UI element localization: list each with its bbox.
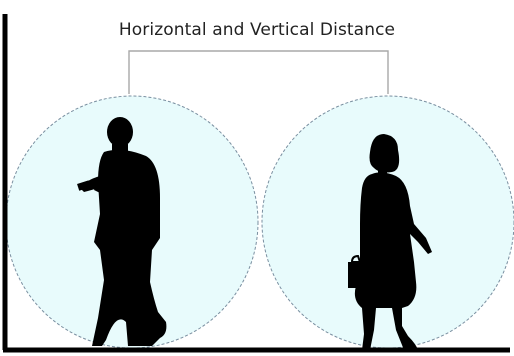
distance-bracket: [128, 50, 389, 94]
woman-with-briefcase-silhouette: [348, 134, 432, 350]
man-reading-phone-silhouette: [77, 117, 167, 346]
diagram-title: Horizontal and Vertical Distance: [118, 20, 396, 40]
